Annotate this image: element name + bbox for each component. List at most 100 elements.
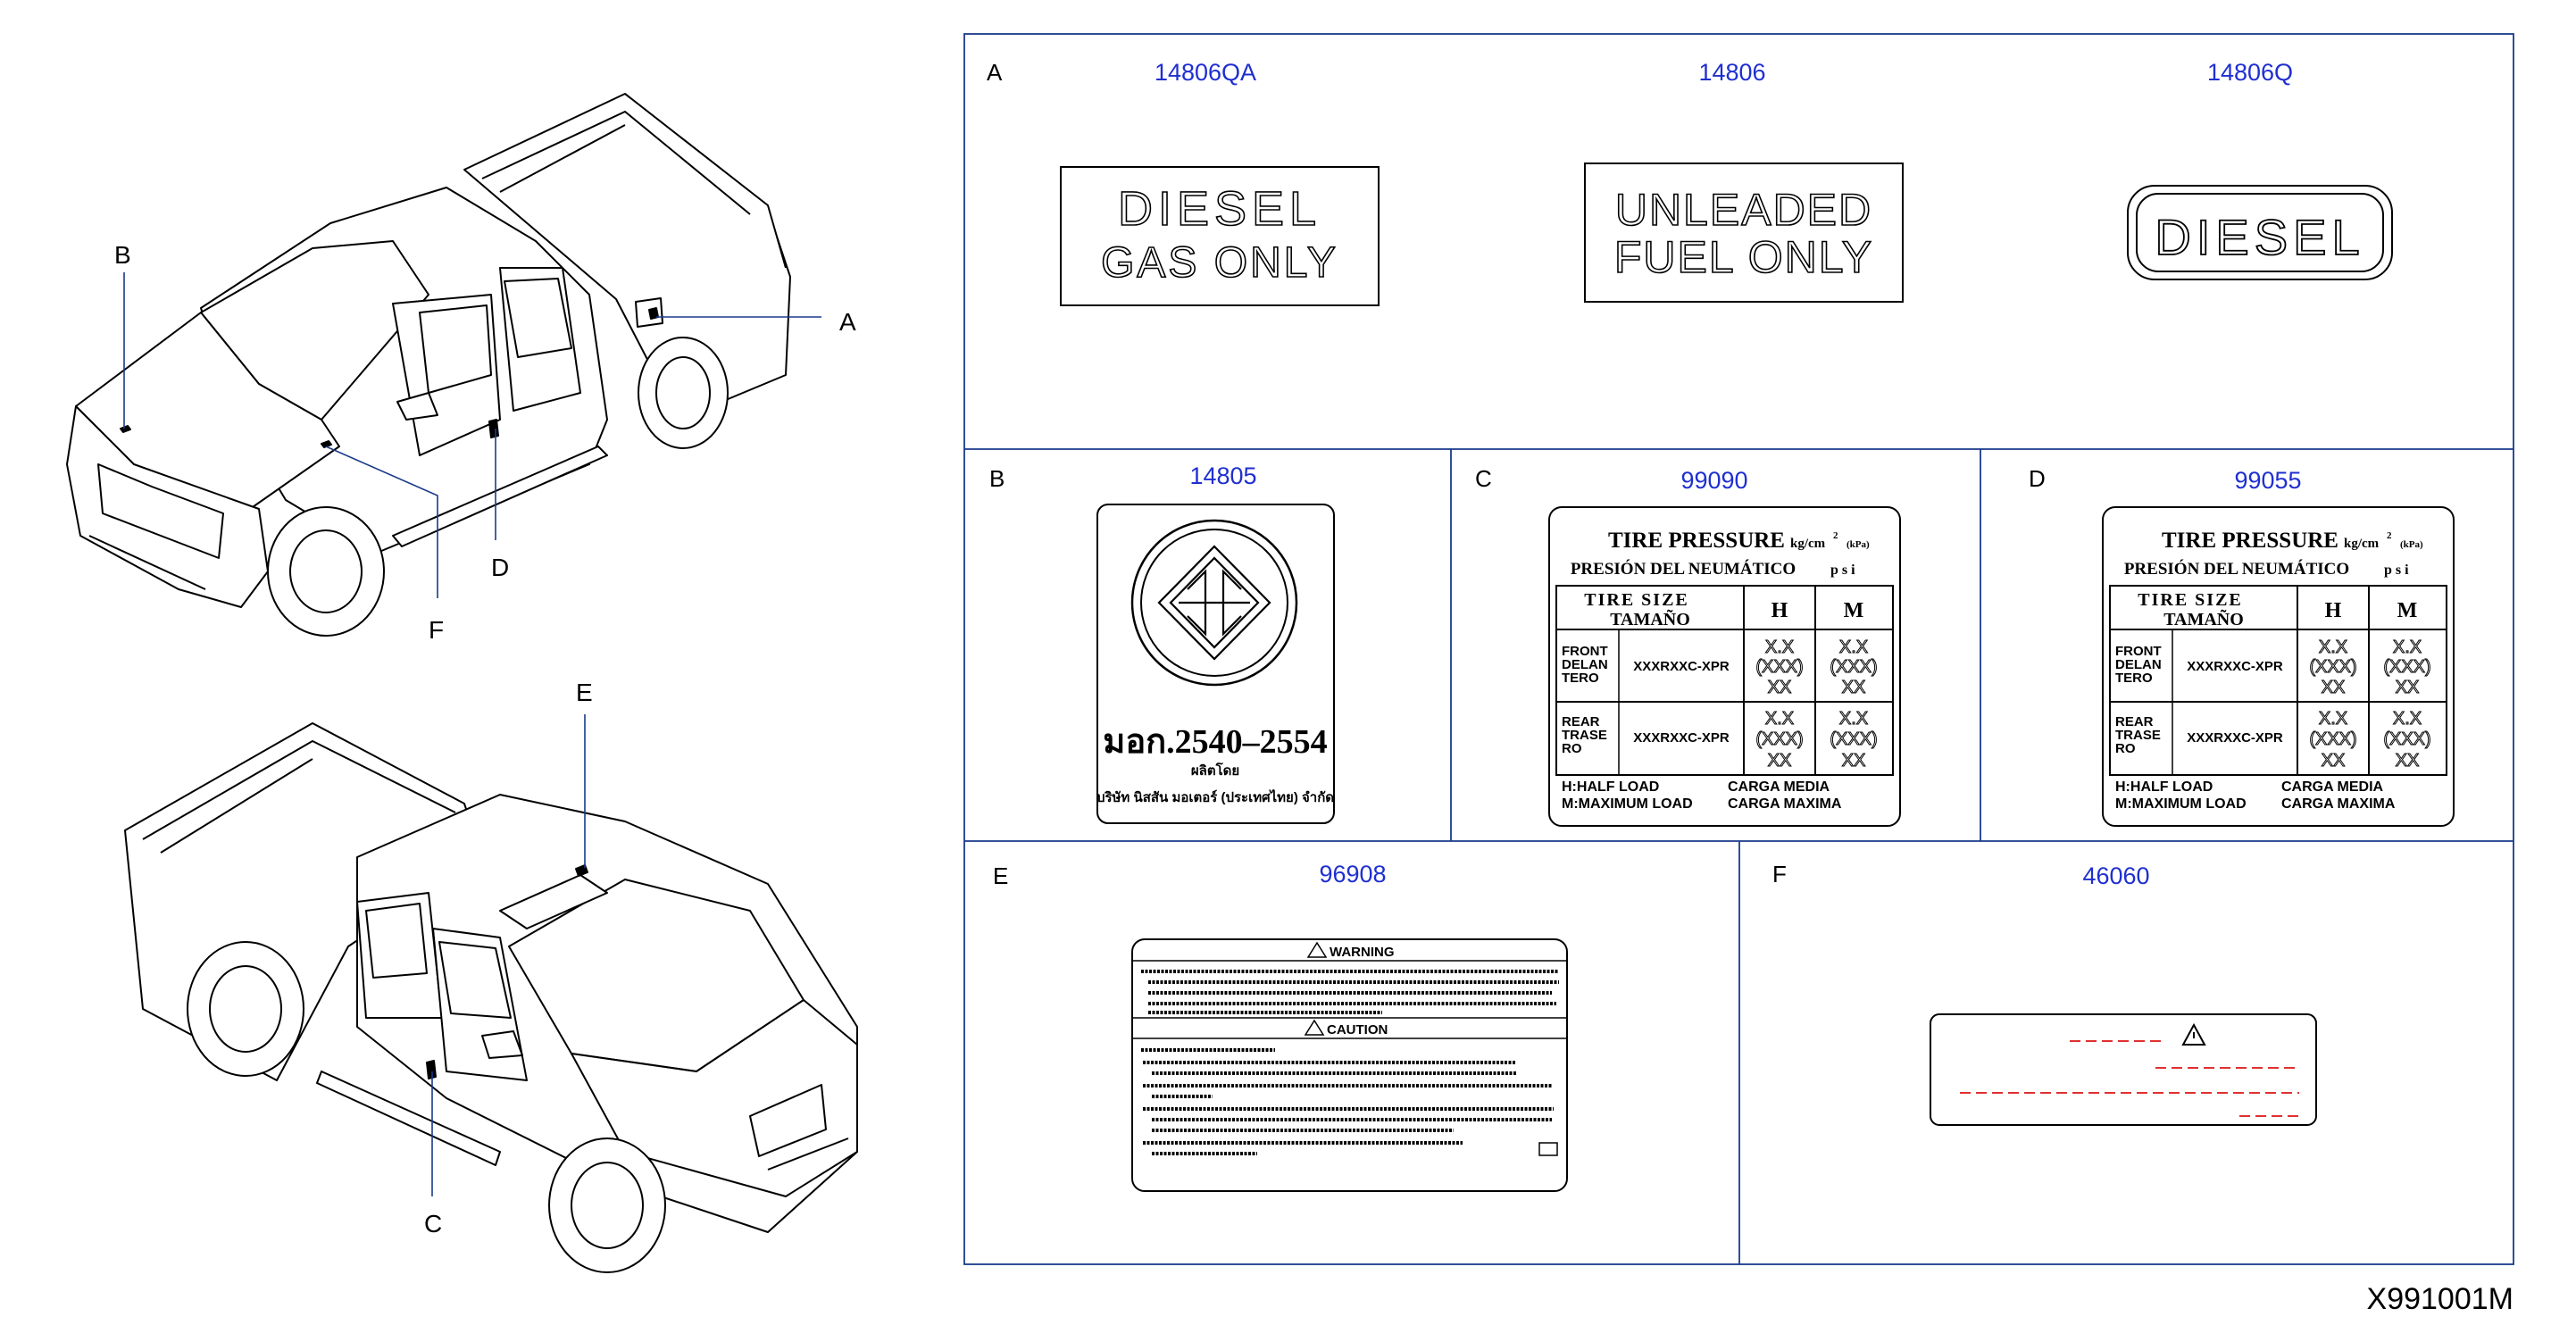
tire-unit-sup: 2	[1833, 530, 1838, 541]
label-diesel-gas-only	[1060, 166, 1380, 306]
svg-text:DELAN: DELAN	[2115, 657, 2162, 672]
part-number-99055: 99055	[2234, 467, 2301, 494]
warning-triangle-icon-f	[2181, 1022, 2206, 1046]
rear-h-top: X.X	[1765, 709, 1794, 729]
rear-h-bot: XX	[1768, 751, 1792, 771]
callout-a: A	[839, 308, 856, 336]
svg-text:(XXX): (XXX)	[2309, 657, 2356, 677]
leader-lines-top	[123, 272, 821, 598]
panel-letter-a: A	[987, 59, 1003, 86]
row-rear-2: TRASE	[1562, 728, 1607, 743]
svg-text:XXXRXXC-XPR: XXXRXXC-XPR	[2187, 730, 2283, 746]
front-m-mid: (XXX)	[1830, 657, 1877, 677]
truck-rear-view	[124, 722, 858, 1273]
svg-text:X.X: X.X	[2393, 709, 2422, 729]
tis-standard-code: มอก.2540–2554	[1103, 723, 1327, 761]
tire-title: TIRE PRESSURE	[1608, 529, 1785, 553]
callout-e: E	[576, 679, 593, 706]
col-tamano: TAMAÑO	[1610, 609, 1690, 629]
col-h: H	[1772, 599, 1788, 622]
panel-c: C 99090 TIRE PRESSURE kg/cm 2 (kPa) PRES…	[1475, 465, 1901, 827]
part-number-14805: 14805	[1189, 462, 1256, 489]
brake-warning-label	[1930, 1013, 2317, 1126]
svg-text:TAMAÑO: TAMAÑO	[2163, 609, 2244, 629]
svg-text:H:HALF LOAD: H:HALF LOAD	[2115, 779, 2213, 795]
part-number-96908: 96908	[1319, 861, 1386, 888]
callout-labels-bottom: E C	[424, 679, 593, 1238]
svg-text:TRASE: TRASE	[2115, 728, 2161, 743]
panel-letter-b: B	[989, 465, 1005, 492]
col-m: M	[1844, 599, 1864, 622]
panel-f: F 46060	[1772, 861, 2317, 1126]
caution-heading: CAUTION	[1327, 1022, 1388, 1038]
label-unleaded-line1: UNLEADED	[1615, 185, 1872, 235]
legend-half: H:HALF LOAD	[1562, 779, 1659, 795]
row-rear-1: REAR	[1562, 714, 1600, 729]
panel-b: B 14805 มอก.2540–2554 ผลิตโดย บริษัท นิส…	[989, 462, 1335, 824]
front-h-bot: XX	[1768, 678, 1792, 697]
panel-letter-e: E	[993, 862, 1008, 889]
tire-unit-kpa: (kPa)	[1847, 539, 1870, 550]
svg-text:CARGA MAXIMA: CARGA MAXIMA	[2281, 796, 2396, 812]
label-diesel-inner	[2136, 193, 2384, 272]
warning-triangle-icon	[1306, 941, 1328, 958]
leader-lines-bottom	[431, 714, 586, 1196]
tire-pressure-label-d: TIRE PRESSURE kg/cm 2 (kPa) PRESIÓN DEL …	[2102, 506, 2455, 827]
callout-f: F	[429, 616, 444, 644]
svg-text:M: M	[2397, 599, 2418, 622]
label-diesel-line1: DIESEL	[1118, 182, 1321, 236]
label-unleaded-fuel-only	[1584, 162, 1904, 303]
panel-letter-c: C	[1475, 465, 1492, 492]
svg-text:XX: XX	[2396, 751, 2420, 771]
callout-labels-top: B A D F	[114, 241, 856, 644]
truck-front-view	[66, 93, 791, 637]
svg-text:X.X: X.X	[2319, 638, 2347, 657]
row-front-2: DELAN	[1562, 657, 1608, 672]
drawing-id: X991001M	[2367, 1282, 2513, 1316]
front-size-code: XXXRXXC-XPR	[1633, 659, 1730, 674]
part-number-14806QA: 14806QA	[1155, 59, 1256, 86]
caution-triangle-icon	[1304, 1019, 1325, 1036]
svg-text:p s i: p s i	[2384, 562, 2409, 578]
tire-unit-kgcm: kg/cm	[1790, 537, 1826, 551]
svg-text:2: 2	[2387, 530, 2392, 541]
legend-max-es: CARGA MAXIMA	[1728, 796, 1842, 812]
row-front-3: TERO	[1562, 671, 1599, 686]
tis-produced-by: ผลิตโดย	[1191, 762, 1239, 779]
panel-e: E 96908 WARNING CAUTION	[993, 861, 1568, 1192]
svg-text:(XXX): (XXX)	[2383, 657, 2430, 677]
row-front-1: FRONT	[1562, 644, 1608, 659]
warning-caution-label: WARNING CAUTION	[1131, 938, 1568, 1192]
legend-max: M:MAXIMUM LOAD	[1562, 796, 1693, 812]
caution-body-text	[1141, 1048, 1554, 1155]
label-gas-only-line2: GAS ONLY	[1101, 239, 1338, 287]
label-diesel-outer	[2127, 185, 2393, 280]
svg-text:XX: XX	[2396, 678, 2420, 697]
callout-b: B	[114, 241, 131, 269]
svg-text:X.X: X.X	[2393, 638, 2422, 657]
svg-text:(kPa): (kPa)	[2400, 539, 2423, 550]
svg-text:XX: XX	[2322, 751, 2346, 771]
part-number-14806: 14806	[1698, 59, 1765, 86]
front-h-mid: (XXX)	[1755, 657, 1803, 677]
label-code-box	[1538, 1142, 1558, 1156]
label-fuel-only-line2: FUEL ONLY	[1614, 232, 1873, 282]
tire-pressure-label-c: TIRE PRESSURE kg/cm 2 (kPa) PRESIÓN DEL …	[1548, 506, 1901, 827]
panel-a: A 14806QA 14806 14806Q DIESEL GAS ONLY U…	[987, 59, 2393, 306]
tire-unit-psi: p s i	[1830, 562, 1855, 578]
rear-m-top: X.X	[1839, 709, 1868, 729]
callout-d: D	[491, 554, 509, 581]
rear-h-mid: (XXX)	[1755, 729, 1803, 749]
panel-d: D 99055 TIRE PRESSURE kg/cm 2 (kPa) PRES…	[2029, 465, 2455, 827]
part-number-14806Q: 14806Q	[2207, 59, 2293, 86]
svg-text:CARGA MEDIA: CARGA MEDIA	[2281, 779, 2384, 795]
callout-c: C	[424, 1210, 442, 1238]
front-h-top: X.X	[1765, 638, 1794, 657]
svg-text:kg/cm: kg/cm	[2344, 537, 2380, 551]
placeholder-text-lines	[1960, 1040, 2299, 1117]
svg-text:M:MAXIMUM LOAD: M:MAXIMUM LOAD	[2115, 796, 2247, 812]
label-diesel-text: DIESEL	[2155, 209, 2364, 265]
tis-manufacturer: บริษัท นิสสัน มอเตอร์ (ประเทศไทย) จำกัด	[1096, 788, 1334, 805]
row-rear-3: RO	[1562, 741, 1582, 756]
